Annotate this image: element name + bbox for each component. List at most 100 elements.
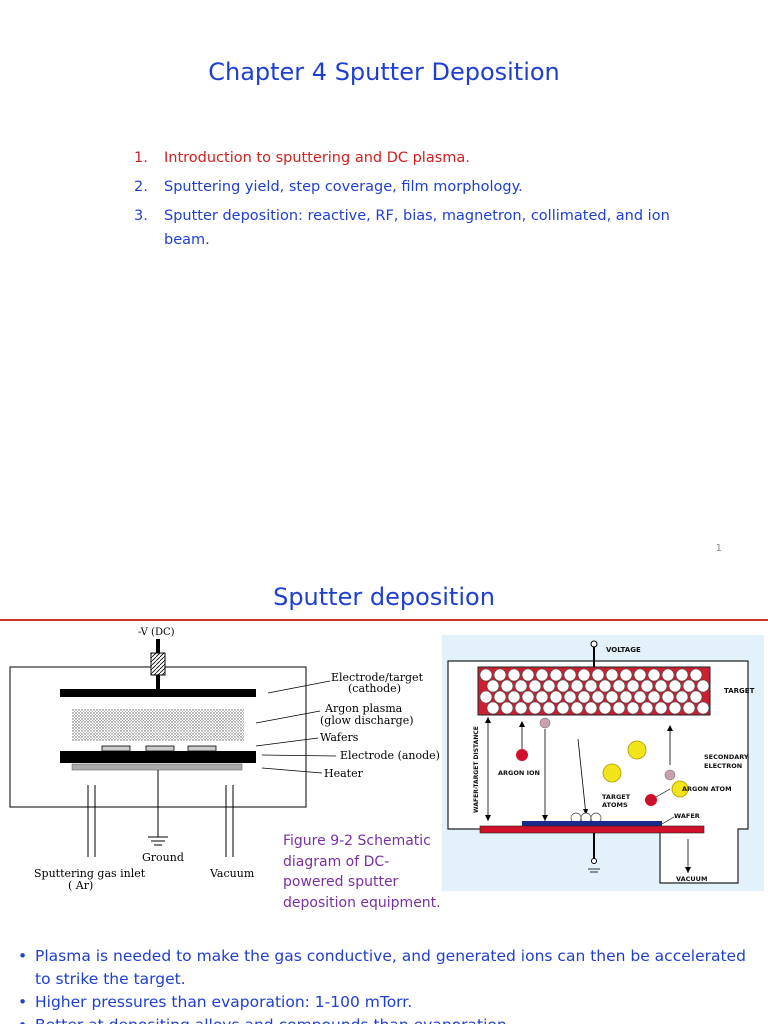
topic-text: Sputter deposition: reactive, RF, bias, … [164, 208, 670, 248]
argon-plasma [72, 709, 244, 741]
target-atom [577, 690, 591, 704]
secondary-electron [602, 763, 622, 783]
topic-text: Introduction to sputtering and DC plasma… [164, 150, 470, 166]
anode-electrode [60, 751, 256, 763]
target-atom [605, 668, 619, 682]
target-atom [556, 679, 570, 693]
argon-ion [645, 794, 657, 806]
target-atom [668, 701, 682, 715]
target-atom [479, 690, 493, 704]
sputtering-mechanism-svg: VOLTAGE TARGET WAFER-TARGET DISTANCE [447, 640, 755, 884]
cathode-label: (cathode) [348, 682, 401, 695]
wafers-label: Wafers [320, 731, 359, 744]
bullet-text: Better at depositing alloys and compound… [35, 1016, 512, 1024]
wafer [522, 821, 662, 826]
target-atom [528, 701, 542, 715]
target-label: TARGET [724, 687, 755, 695]
slide-title: Chapter 4 Sputter Deposition [208, 58, 560, 86]
bullet-text: Plasma is needed to make the gas conduct… [35, 947, 746, 988]
target-atom [486, 679, 500, 693]
target-atom [654, 679, 668, 693]
bullet-item: • Better at depositing alloys and compoun… [16, 1014, 756, 1024]
target-atom [668, 679, 682, 693]
target-atom [619, 668, 633, 682]
ground-label: Ground [142, 851, 184, 864]
bullet-dot: • [18, 993, 28, 1011]
target-atom [584, 679, 598, 693]
target-atom [689, 690, 703, 704]
topic-item: 1. Introduction to sputtering and DC pla… [134, 146, 674, 170]
target-atom [549, 668, 563, 682]
secondary-electron [627, 740, 647, 760]
target-atom [563, 690, 577, 704]
target-atom [612, 679, 626, 693]
target-atom [619, 690, 633, 704]
wafer-holder [479, 825, 705, 834]
target-atom [654, 701, 668, 715]
title-divider [0, 619, 768, 621]
target-atom [612, 701, 626, 715]
figure-caption: Figure 9-2 Schematic diagram of DC-power… [283, 833, 441, 911]
topic-item: 2. Sputtering yield, step coverage, film… [134, 175, 674, 199]
target-atom [500, 701, 514, 715]
target-atom [535, 690, 549, 704]
argon-ion-sputtered [539, 717, 551, 729]
topic-number: 3. [134, 208, 148, 224]
argon-atom [664, 769, 676, 781]
target-atom [542, 701, 556, 715]
bullet-text: Higher pressures than evaporation: 1-100… [35, 993, 413, 1011]
target-atom [605, 690, 619, 704]
glow-discharge-label: (glow discharge) [320, 714, 414, 727]
target-atom [626, 679, 640, 693]
bullet-list: • Plasma is needed to make the gas conduc… [16, 945, 756, 1024]
target-atom [598, 679, 612, 693]
argon-ion [516, 749, 528, 761]
voltage-label: VOLTAGE [606, 646, 641, 654]
argon-plasma-label: Argon plasma [324, 702, 403, 715]
target-atoms-label: TARGET [602, 793, 631, 801]
target-atom [675, 668, 689, 682]
vacuum-label: Vacuum [209, 867, 255, 880]
target-atom [640, 701, 654, 715]
target-atom-lattice [479, 668, 710, 715]
topic-item: 3. Sputter deposition: reactive, RF, bia… [134, 204, 674, 252]
voltage-terminal [590, 640, 598, 648]
target-atom [486, 701, 500, 715]
target-atom [521, 690, 535, 704]
target-atom [696, 679, 710, 693]
electrode-target-label: Electrode/target [331, 671, 424, 684]
target-atom [500, 679, 514, 693]
wafer [187, 745, 217, 752]
bullet-item: • Plasma is needed to make the gas conduc… [16, 945, 756, 991]
sputtering-mechanism-figure: VOLTAGE TARGET WAFER-TARGET DISTANCE [442, 635, 764, 891]
topic-text: Sputtering yield, step coverage, film mo… [164, 179, 523, 195]
target-atom [591, 668, 605, 682]
target-atom [689, 668, 703, 682]
target-atom [661, 690, 675, 704]
argon-ion-label: ARGON ION [498, 769, 540, 777]
target-atom [682, 679, 696, 693]
target-atom [696, 701, 710, 715]
target-atom [570, 701, 584, 715]
electron-label: ELECTRON [704, 762, 742, 770]
wafer [145, 745, 175, 752]
bullet-item: • Higher pressures than evaporation: 1-10… [16, 991, 756, 1014]
target-atom [682, 701, 696, 715]
bullet-dot: • [18, 947, 28, 965]
target-atom [640, 679, 654, 693]
distance-label: WAFER-TARGET DISTANCE [473, 726, 480, 813]
page-number: 1 [715, 543, 722, 554]
target-atom [556, 701, 570, 715]
slide-title: Sputter deposition [273, 583, 495, 611]
target-atom [563, 668, 577, 682]
heater [71, 763, 243, 771]
target-atom [647, 690, 661, 704]
argon-atom-label: ARGON ATOM [682, 785, 732, 793]
topic-number: 1. [134, 150, 148, 166]
target-atom [570, 679, 584, 693]
vacuum-label: VACUUM [676, 875, 707, 883]
target-atoms-label-2: ATOMS [602, 801, 628, 809]
dc-sputter-schematic: -V (DC) Ground Sputtering gas inlet ( Ar… [9, 627, 440, 892]
voltage-label: -V (DC) [138, 627, 175, 638]
bullet-dot: • [18, 1014, 27, 1024]
